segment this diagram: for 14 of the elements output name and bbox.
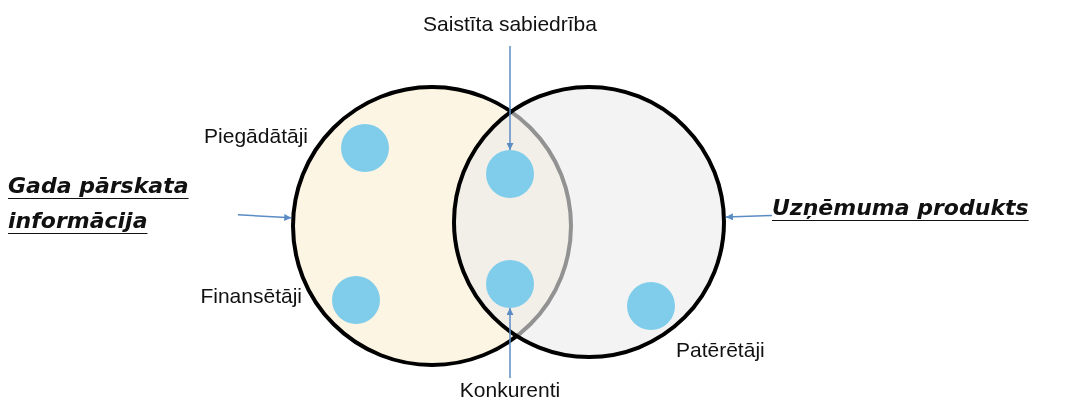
annotation-text: Gada pārskata informācija bbox=[8, 168, 238, 248]
dot-marker bbox=[341, 124, 389, 172]
label-text: Patērētāji bbox=[676, 338, 766, 362]
dot-marker bbox=[627, 282, 675, 330]
label-text: Konkurenti bbox=[440, 378, 580, 408]
dot-marker bbox=[332, 276, 380, 324]
label-text: Piegādātāji bbox=[203, 124, 308, 148]
label-text: Finansētāji bbox=[199, 284, 302, 308]
arrow bbox=[506, 45, 514, 151]
arrow bbox=[725, 213, 773, 221]
annotation-text: Uzņēmuma produkts bbox=[772, 190, 1072, 230]
arrow bbox=[237, 213, 292, 221]
arrow bbox=[506, 307, 514, 379]
label-text: Saistīta sabiedrība bbox=[400, 12, 620, 46]
